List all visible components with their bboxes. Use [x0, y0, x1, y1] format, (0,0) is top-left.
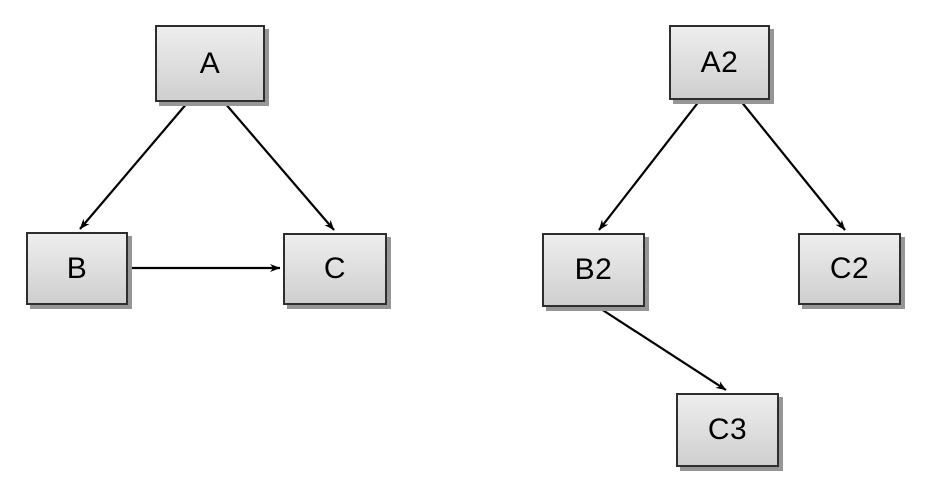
node-a2[interactable]: A2 — [669, 25, 770, 100]
node-label-a2: A2 — [700, 45, 739, 79]
node-label-b: B — [66, 251, 88, 285]
node-b[interactable]: B — [26, 232, 128, 305]
node-b2[interactable]: B2 — [542, 233, 645, 307]
node-label-c3: C3 — [707, 413, 748, 446]
edges-group — [79, 99, 846, 391]
edge-a2-to-c2 — [739, 99, 846, 231]
edge-a-to-c — [223, 101, 335, 231]
node-a[interactable]: A — [155, 25, 265, 102]
node-label-c: C — [323, 252, 347, 285]
node-c2[interactable]: C2 — [798, 233, 901, 305]
edge-b2-to-c3 — [597, 306, 727, 391]
node-c3[interactable]: C3 — [676, 393, 779, 467]
node-label-c2: C2 — [829, 252, 870, 285]
node-label-a: A — [199, 46, 221, 80]
node-c[interactable]: C — [283, 233, 387, 305]
edge-a2-to-b2 — [598, 99, 701, 231]
node-label-b2: B2 — [574, 253, 613, 286]
edge-a-to-b — [79, 101, 189, 230]
